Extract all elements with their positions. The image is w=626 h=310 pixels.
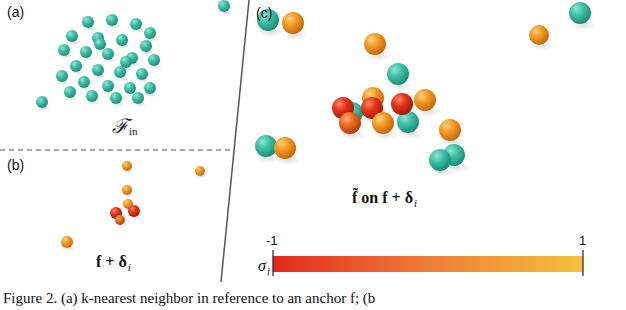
panel-label: ℱ [112, 116, 128, 136]
sphere [82, 16, 94, 28]
sphere [144, 27, 156, 39]
sphere [439, 119, 461, 141]
sphere-group [36, 0, 597, 251]
sphere [116, 34, 128, 46]
sphere [132, 92, 144, 104]
panel-label: (a) [7, 5, 24, 19]
sphere [128, 205, 140, 217]
panel-label: f̃ on f + δ [352, 190, 413, 206]
sphere [94, 38, 106, 50]
sphere [36, 96, 48, 108]
sphere [372, 112, 394, 134]
panel-label: f + δ [96, 254, 127, 270]
colorbar [273, 256, 583, 272]
sphere [61, 236, 73, 248]
sphere [120, 56, 132, 68]
sphere [86, 90, 98, 102]
sphere [148, 54, 160, 66]
divider-dashed [0, 149, 232, 150]
sphere [218, 0, 230, 12]
panel-label: -1 [266, 234, 278, 247]
panel-label: (c) [256, 6, 272, 20]
subscript: i [414, 198, 417, 209]
sphere [140, 40, 152, 52]
sphere [110, 92, 122, 104]
sphere [387, 63, 409, 85]
sphere [339, 112, 361, 134]
figure-caption: Figure 2. (a) k-nearest neighbor in refe… [3, 291, 375, 306]
subscript: i [267, 266, 270, 277]
sphere [78, 76, 90, 88]
sphere [106, 14, 118, 26]
sphere [56, 70, 68, 82]
sphere [569, 2, 591, 24]
sphere [80, 46, 92, 58]
sphere [64, 86, 76, 98]
panel-label: (b) [7, 158, 24, 172]
sphere [195, 166, 205, 176]
colorbar-tick [582, 250, 583, 276]
sphere [144, 82, 156, 94]
sphere [414, 89, 436, 111]
subscript: i [128, 262, 131, 273]
sphere [92, 64, 104, 76]
sphere [529, 25, 549, 45]
sphere [124, 82, 136, 94]
sphere [136, 68, 148, 80]
sphere [282, 12, 304, 34]
sphere [130, 18, 142, 30]
sphere [115, 215, 125, 225]
divider-line [221, 0, 249, 282]
panel-label: σ [258, 258, 266, 274]
subscript: in [129, 126, 138, 137]
sphere [274, 137, 296, 159]
sphere [122, 185, 132, 195]
sphere [255, 135, 277, 157]
sphere [66, 30, 78, 42]
sphere [429, 149, 451, 171]
panel-label: 1 [579, 234, 586, 247]
sphere [122, 161, 132, 171]
colorbar-tick [272, 250, 273, 276]
sphere [102, 80, 114, 92]
sphere [114, 66, 126, 78]
sphere [58, 44, 70, 56]
sphere [102, 48, 114, 60]
sphere [364, 33, 386, 55]
sphere [70, 60, 82, 72]
sphere [391, 93, 413, 115]
